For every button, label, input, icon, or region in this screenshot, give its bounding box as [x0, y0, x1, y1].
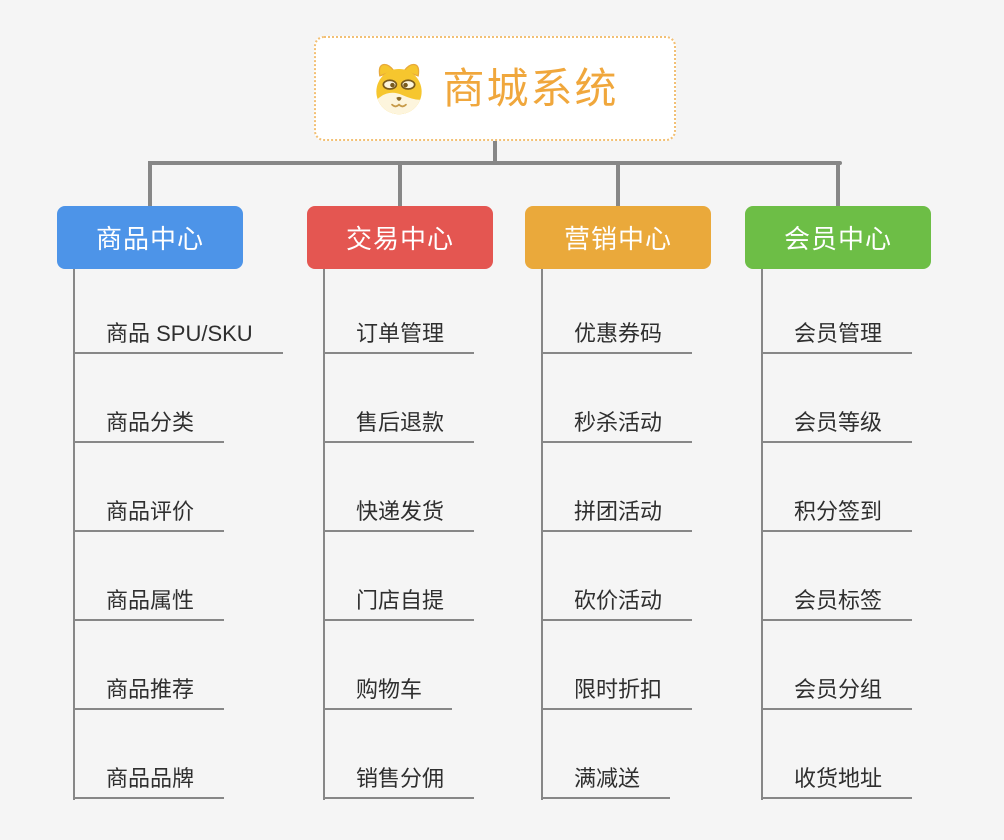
branch-node-marketing[interactable]: 营销中心 — [525, 206, 711, 269]
branch-column-trade: 订单管理 售后退款 快递发货 门店自提 购物车 销售分佣 — [323, 269, 475, 800]
leaf-node[interactable]: 会员等级 — [763, 409, 913, 443]
branch-column-member: 会员管理 会员等级 积分签到 会员标签 会员分组 收货地址 — [761, 269, 913, 800]
leaf-node[interactable]: 会员标签 — [763, 587, 913, 621]
leaf-node[interactable]: 销售分佣 — [325, 765, 475, 799]
connector-drop-3 — [616, 161, 620, 207]
connector-drop-2 — [398, 161, 402, 207]
leaf-node[interactable]: 积分签到 — [763, 498, 913, 532]
leaf-node[interactable]: 商品 SPU/SKU — [75, 320, 283, 354]
branch-node-trade[interactable]: 交易中心 — [307, 206, 493, 269]
leaf-node[interactable]: 商品评价 — [75, 498, 225, 532]
connector-horizontal — [148, 161, 842, 165]
branch-column-product: 商品 SPU/SKU 商品分类 商品评价 商品属性 商品推荐 商品品牌 — [73, 269, 283, 800]
leaf-node[interactable]: 商品推荐 — [75, 676, 225, 710]
leaf-node[interactable]: 商品分类 — [75, 409, 225, 443]
leaf-node[interactable]: 售后退款 — [325, 409, 475, 443]
leaf-node[interactable]: 限时折扣 — [543, 676, 693, 710]
connector-root-trunk — [493, 139, 497, 164]
leaf-node[interactable]: 门店自提 — [325, 587, 475, 621]
leaf-node[interactable]: 会员分组 — [763, 676, 913, 710]
branch-column-marketing: 优惠券码 秒杀活动 拼团活动 砍价活动 限时折扣 满减送 — [541, 269, 693, 800]
root-title: 商城系统 — [442, 64, 619, 112]
branch-node-member[interactable]: 会员中心 — [745, 206, 931, 269]
leaf-node[interactable]: 砍价活动 — [543, 587, 693, 621]
leaf-node[interactable]: 拼团活动 — [543, 498, 693, 532]
branch-node-product[interactable]: 商品中心 — [57, 206, 243, 269]
doge-icon — [376, 63, 423, 114]
leaf-node[interactable]: 商品属性 — [75, 587, 225, 621]
leaf-node[interactable]: 秒杀活动 — [543, 409, 693, 443]
leaf-node[interactable]: 收货地址 — [763, 765, 913, 799]
leaf-node[interactable]: 满减送 — [543, 765, 671, 799]
connector-drop-1 — [148, 161, 152, 207]
leaf-node[interactable]: 商品品牌 — [75, 765, 225, 799]
leaf-node[interactable]: 优惠券码 — [543, 320, 693, 354]
leaf-node[interactable]: 订单管理 — [325, 320, 475, 354]
root-node[interactable]: 商城系统 — [314, 36, 676, 141]
connector-drop-4 — [836, 161, 840, 207]
leaf-node[interactable]: 购物车 — [325, 676, 453, 710]
leaf-node[interactable]: 快递发货 — [325, 498, 475, 532]
leaf-node[interactable]: 会员管理 — [763, 320, 913, 354]
